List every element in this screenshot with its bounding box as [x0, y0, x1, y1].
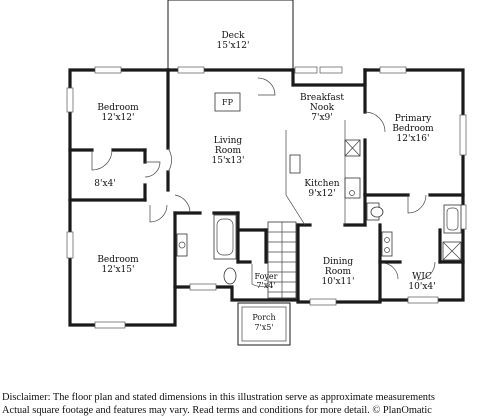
kitchen-fixtures [285, 120, 361, 226]
deck-label: Deck 15'x12' [217, 31, 250, 51]
primary-name2: Bedroom [392, 124, 434, 134]
disclaimer-line-1: Disclaimer: The floor plan and stated di… [2, 392, 435, 403]
kitchen-label: Kitchen 9'x12' [304, 179, 339, 199]
dining-dim: 10'x11' [322, 277, 355, 287]
deck-dim: 15'x12' [217, 41, 250, 51]
living-label: Living Room 15'x13' [212, 136, 245, 166]
closet-label: 8'x4' [94, 179, 115, 189]
breakfast-label: Breakfast Nook 7'x9' [300, 93, 344, 123]
bedroom2-label: Bedroom 12'x15' [97, 255, 139, 275]
bedroom2-dim: 12'x15' [102, 265, 135, 275]
primary-name1: Primary [395, 114, 432, 124]
dining-name2: Room [325, 267, 352, 277]
doors [91, 77, 436, 288]
windows [66, 66, 467, 329]
wic-label: WIC 10'x4' [408, 272, 435, 292]
dining-name1: Dining [323, 257, 354, 267]
porch-label: Porch 7'x5' [252, 313, 275, 332]
fireplace-label: FP [222, 98, 234, 107]
deck-outline [167, 0, 294, 70]
dining-label: Dining Room 10'x11' [322, 257, 355, 287]
foyer-dim: 7'x4' [256, 281, 275, 290]
foyer-label: Foyer 7'x4' [254, 272, 277, 290]
closet-dim: 8'x4' [94, 179, 115, 189]
bedroom2-name: Bedroom [97, 255, 139, 265]
porch-name: Porch [252, 313, 275, 322]
breakfast-name1: Breakfast [300, 93, 344, 103]
living-dim: 15'x13' [212, 156, 245, 166]
porch-outline [237, 302, 291, 346]
bedroom1-label: Bedroom 12'x12' [97, 103, 139, 123]
living-name1: Living [214, 136, 243, 146]
porch-dim: 7'x5' [254, 323, 273, 332]
wic-dim: 10'x4' [408, 282, 435, 292]
stairs [267, 221, 297, 299]
deck-name: Deck [221, 31, 245, 41]
interior-walls [68, 68, 465, 302]
bedroom1-dim: 12'x12' [102, 113, 135, 123]
breakfast-name2: Nook [310, 103, 335, 113]
kitchen-name: Kitchen [304, 179, 339, 189]
fireplace: FP [214, 92, 241, 112]
wic-name: WIC [412, 272, 432, 282]
bath-fixtures [176, 202, 462, 285]
primary-label: Primary Bedroom 12'x16' [392, 114, 434, 144]
bedroom1-name: Bedroom [97, 103, 139, 113]
living-name2: Room [215, 146, 242, 156]
kitchen-dim: 9'x12' [308, 189, 335, 199]
primary-dim: 12'x16' [397, 134, 430, 144]
disclaimer-line-2: Actual square footage and features may v… [2, 405, 432, 416]
breakfast-dim: 7'x9' [311, 113, 332, 123]
foyer-name: Foyer [254, 272, 277, 281]
